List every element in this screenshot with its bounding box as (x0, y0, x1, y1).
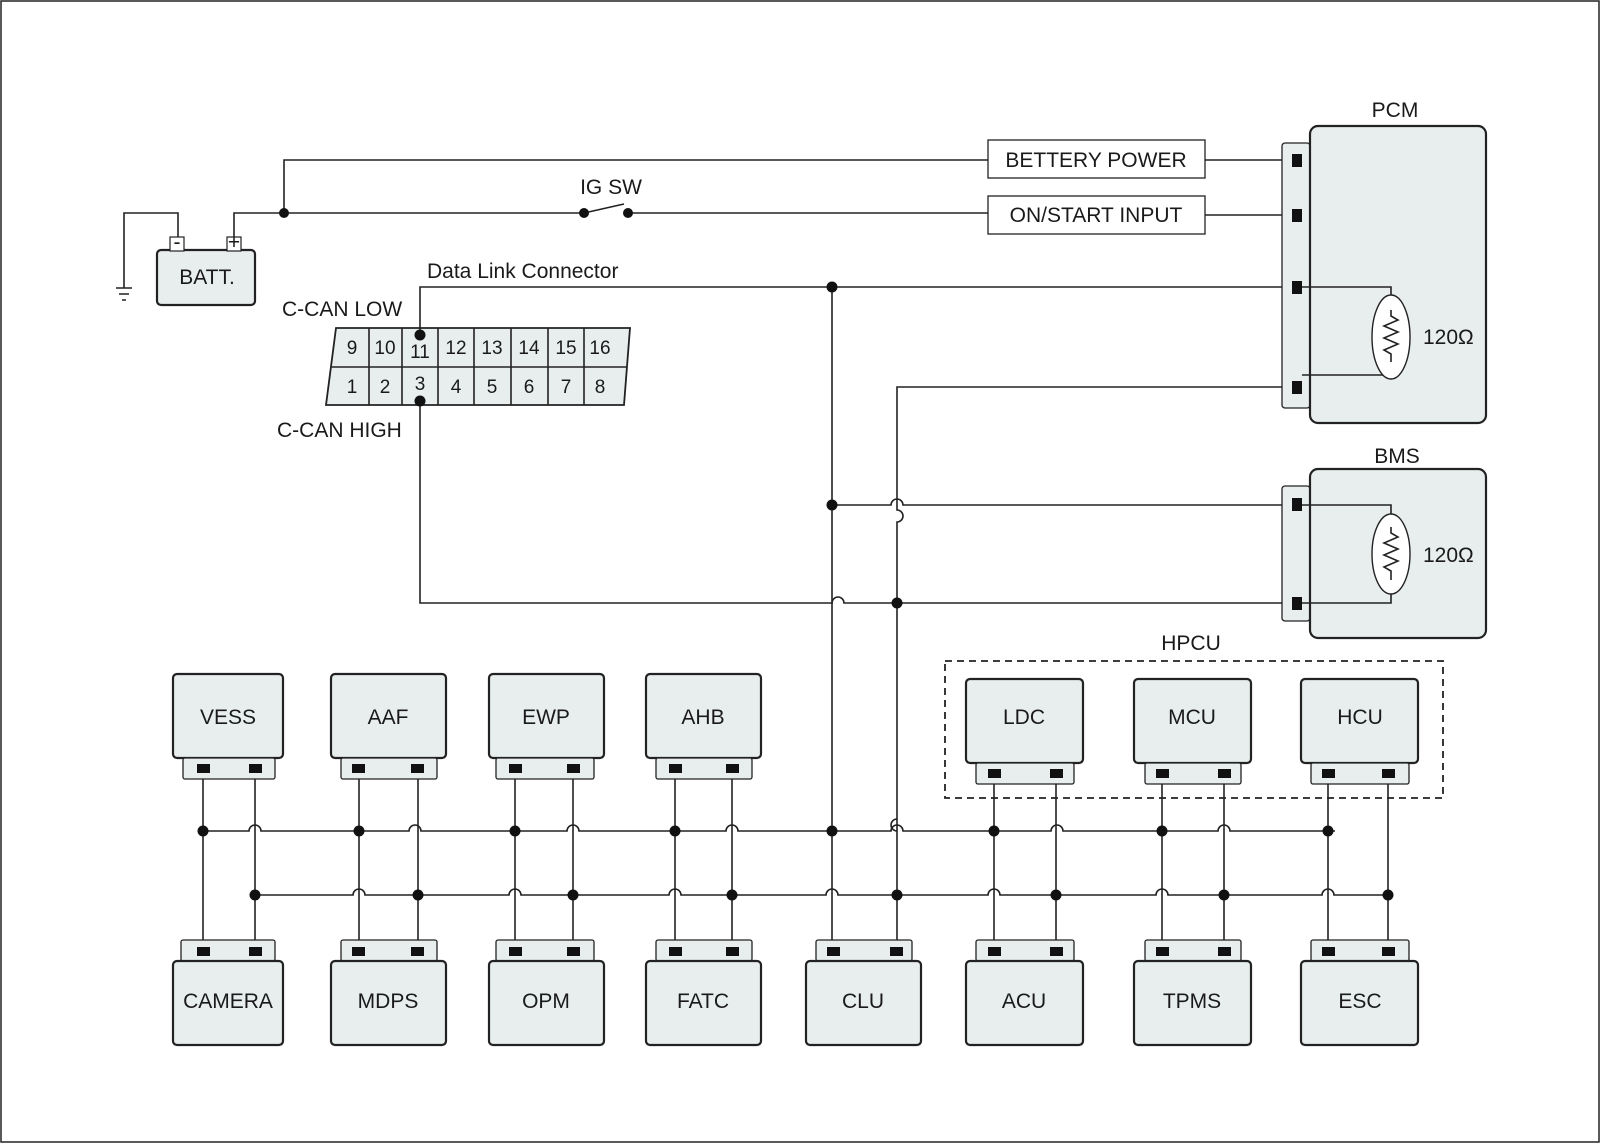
module-acu-label: ACU (1002, 990, 1046, 1013)
battery-power-label: BETTERY POWER (1005, 149, 1186, 172)
can-low-label: C-CAN LOW (282, 298, 402, 321)
can-high-label: C-CAN HIGH (277, 419, 402, 442)
battery-neg-label: - (174, 231, 181, 254)
module-camera-label: CAMERA (183, 990, 273, 1013)
dlc-pin-15: 15 (555, 338, 576, 359)
dlc-pin-7: 7 (561, 377, 572, 398)
module-ewp-label: EWP (522, 706, 570, 729)
module-aaf-label: AAF (368, 706, 409, 729)
dlc-pin-4: 4 (451, 377, 462, 398)
dlc-pin-12: 12 (445, 338, 466, 359)
module-clu-label: CLU (842, 990, 884, 1013)
on-start-label: ON/START INPUT (1010, 204, 1183, 227)
module-ahb-label: AHB (681, 706, 724, 729)
dlc-pin-16: 16 (589, 338, 610, 359)
dlc-pin-8: 8 (595, 377, 606, 398)
dlc-pin-3: 3 (415, 374, 426, 395)
module-hcu: HCU (1299, 677, 1420, 785)
module-camera: CAMERA (171, 939, 285, 1047)
bms-resistor-icon (1381, 527, 1401, 580)
module-vess: VESS (171, 672, 285, 780)
pcm-resistor-value: 120Ω (1423, 326, 1474, 349)
module-esc: ESC (1299, 939, 1420, 1047)
bms-label: BMS (1374, 445, 1420, 468)
ground-icon (116, 287, 132, 301)
module-clu: CLU (804, 939, 923, 1047)
module-opm-label: OPM (522, 990, 570, 1013)
can-bus-wires (197, 281, 1394, 952)
dlc-pin-10: 10 (374, 338, 395, 359)
pcm-resistor-icon (1381, 310, 1401, 362)
module-esc-label: ESC (1338, 990, 1381, 1013)
bms-resistor-value: 120Ω (1423, 544, 1474, 567)
module-mdps: MDPS (329, 939, 448, 1047)
dlc-pin-13: 13 (481, 338, 502, 359)
dlc-pin-6: 6 (524, 377, 535, 398)
power-wires: IG SW (233, 159, 1297, 237)
module-mdps-label: MDPS (358, 990, 419, 1013)
hpcu-group-outline (944, 660, 1444, 799)
module-aaf: AAF (329, 672, 448, 780)
module-opm: OPM (487, 939, 606, 1047)
data-link-connector: 9 10 11 12 13 14 15 16 1 2 3 4 5 6 7 8 D… (277, 260, 631, 442)
bms-module: 120Ω BMS (1281, 445, 1488, 640)
battery-power-label-box: BETTERY POWER (987, 139, 1206, 179)
module-tpms: TPMS (1132, 939, 1253, 1047)
module-ldc: LDC (964, 677, 1085, 785)
module-ewp: EWP (487, 672, 606, 780)
module-fatc-label: FATC (677, 990, 729, 1013)
module-tpms-label: TPMS (1163, 990, 1221, 1013)
module-vess-label: VESS (200, 706, 256, 729)
dlc-pin-5: 5 (487, 377, 498, 398)
battery-pos-label: + (228, 231, 240, 254)
module-hcu-label: HCU (1337, 706, 1383, 729)
module-ahb: AHB (644, 672, 763, 780)
dlc-pin-14: 14 (518, 338, 540, 359)
dlc-pin-2: 2 (380, 377, 391, 398)
on-start-label-box: ON/START INPUT (987, 195, 1206, 235)
dlc-pin-9: 9 (347, 338, 358, 359)
module-mcu-label: MCU (1168, 706, 1216, 729)
dlc-pin-1: 1 (347, 377, 358, 398)
dlc-pin-11: 11 (410, 342, 430, 363)
ig-switch-blade (583, 203, 625, 214)
ig-switch-label: IG SW (580, 176, 642, 199)
module-acu: ACU (964, 939, 1085, 1047)
module-ldc-label: LDC (1003, 706, 1045, 729)
module-mcu: MCU (1132, 677, 1253, 785)
battery-label: BATT. (179, 266, 235, 289)
battery: - + BATT. (116, 212, 257, 307)
pcm-module: 120Ω PCM (1281, 99, 1488, 425)
module-fatc: FATC (644, 939, 763, 1047)
hpcu-label: HPCU (1161, 632, 1221, 655)
pcm-label: PCM (1372, 99, 1419, 122)
dlc-title: Data Link Connector (427, 260, 618, 283)
